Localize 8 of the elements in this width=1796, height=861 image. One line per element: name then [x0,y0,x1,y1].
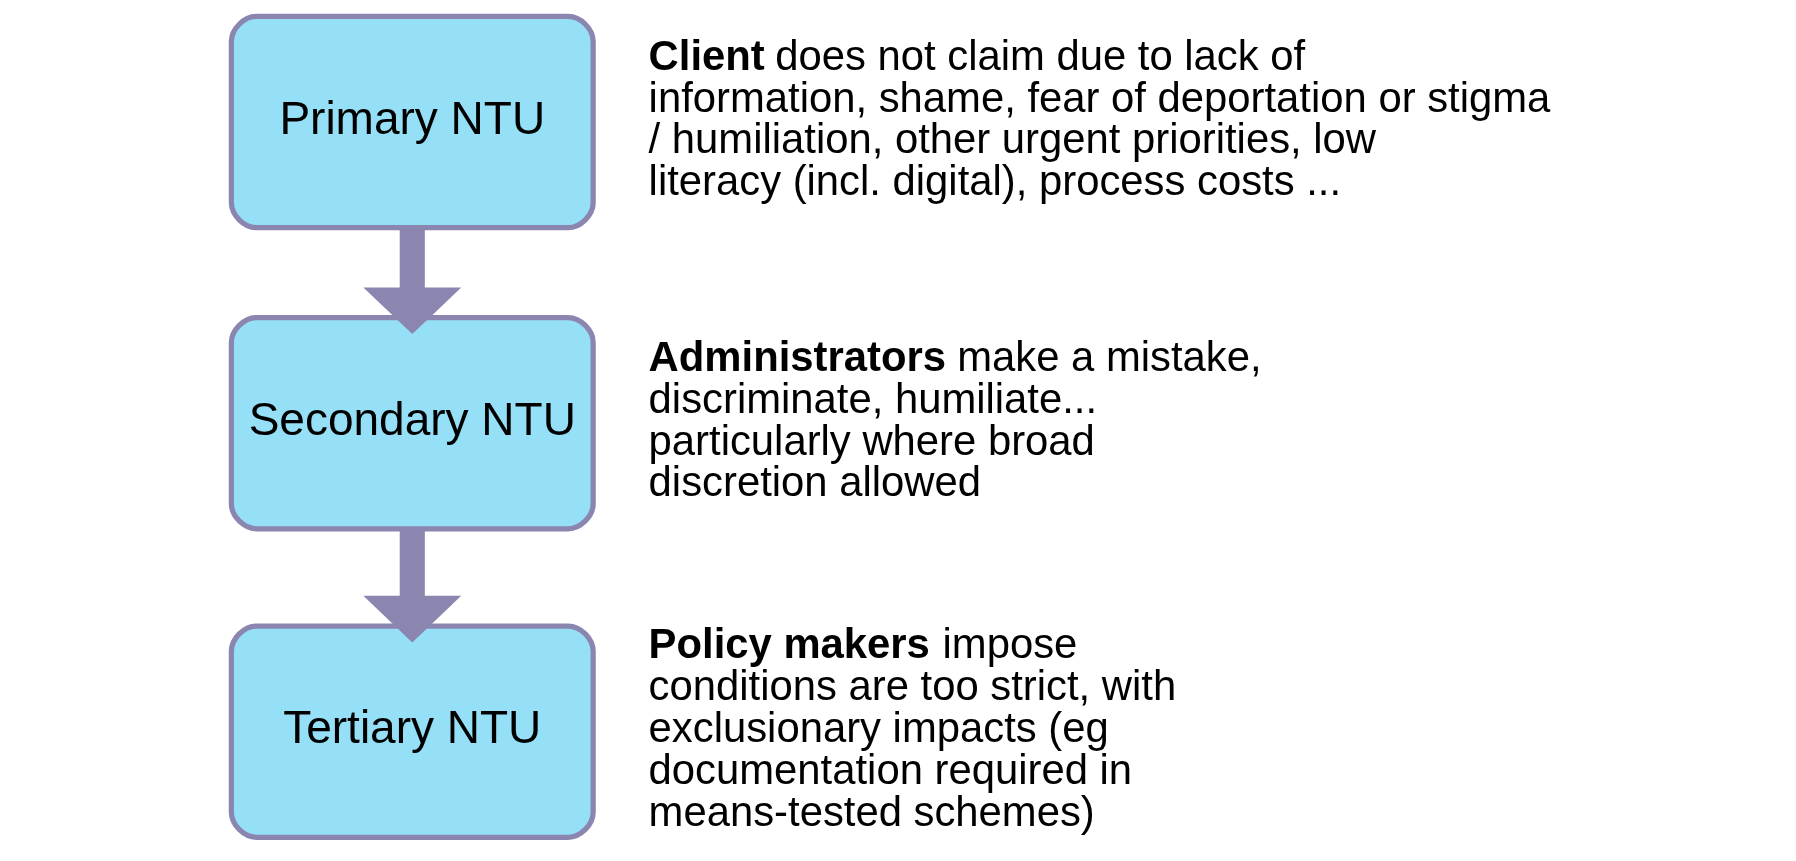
arrow [363,529,462,643]
node-label: Policy makers impose conditions are too strict, with exclusionary impacts (eg documentation required in means-tested schemes) [648,620,1177,835]
node-box: Tertiary NTU [228,623,596,840]
node-label: Client does not claim due to lack of information, shame, fear of deportation or stigma / humiliation, other urgent priorities, low literacy (incl. digital), process costs ... [648,31,1551,205]
node-box: Primary NTU [228,13,596,231]
node-box: Secondary NTU [228,314,596,532]
arrow [363,227,462,335]
node-label: Administrators make a mistake, discriminate, humiliate... particularly where broad discretion allowed [648,332,1262,506]
